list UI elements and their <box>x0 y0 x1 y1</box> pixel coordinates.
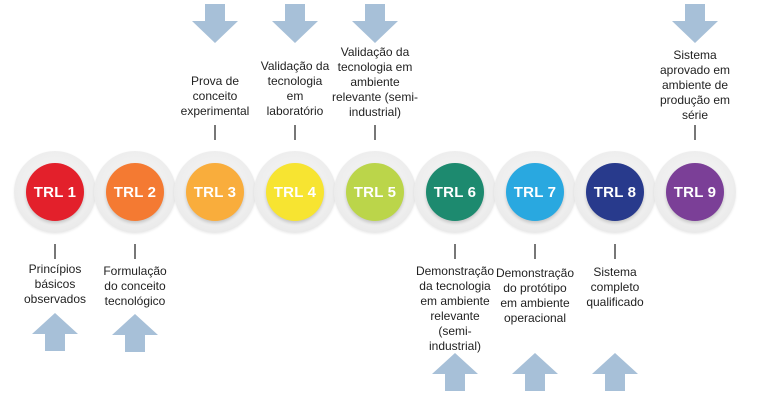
trl-3-disc: TRL 3 <box>174 151 256 233</box>
trl-2-arrow-up-icon <box>112 314 158 352</box>
trl-1-arrow-up-icon <box>32 313 78 351</box>
trl-9-label: TRL 9 <box>673 183 717 201</box>
trl-9-badge: TRL 9 <box>666 163 724 221</box>
trl-7-disc: TRL 7 <box>494 151 576 233</box>
trl-8-arrow-up-icon <box>592 353 638 391</box>
trl-5-disc: TRL 5 <box>334 151 416 233</box>
trl-2-disc: TRL 2 <box>94 151 176 233</box>
trl-7-connector <box>534 244 536 259</box>
trl-1-connector <box>54 244 56 259</box>
trl-4-label: TRL 4 <box>273 183 317 201</box>
trl-6-disc: TRL 6 <box>414 151 496 233</box>
trl-8-badge: TRL 8 <box>586 163 644 221</box>
trl-9-arrow-down-icon <box>672 4 718 43</box>
trl-4-connector <box>294 125 296 140</box>
trl-5-arrow-down-icon <box>352 4 398 43</box>
trl-7-badge: TRL 7 <box>506 163 564 221</box>
trl-2-badge: TRL 2 <box>106 163 164 221</box>
trl-5-connector <box>374 125 376 140</box>
trl-7-arrow-up-icon <box>512 353 558 391</box>
trl-6-arrow-up-icon <box>432 353 478 391</box>
trl-2-connector <box>134 244 136 259</box>
trl-8-label: TRL 8 <box>593 183 637 201</box>
trl-1-disc: TRL 1 <box>14 151 96 233</box>
trl-9-disc: TRL 9 <box>654 151 736 233</box>
trl-4-disc: TRL 4 <box>254 151 336 233</box>
trl-8-disc: TRL 8 <box>574 151 656 233</box>
trl-5-badge: TRL 5 <box>346 163 404 221</box>
trl-3-connector <box>214 125 216 140</box>
trl-4-badge: TRL 4 <box>266 163 324 221</box>
trl-5-label: TRL 5 <box>353 183 397 201</box>
trl-2-label: TRL 2 <box>113 183 157 201</box>
trl-6-connector <box>454 244 456 259</box>
trl-7-label: TRL 7 <box>513 183 557 201</box>
trl-6-badge: TRL 6 <box>426 163 484 221</box>
trl-1-badge: TRL 1 <box>26 163 84 221</box>
trl-4-arrow-down-icon <box>272 4 318 43</box>
trl-8-connector <box>614 244 616 259</box>
trl-3-label: TRL 3 <box>193 183 237 201</box>
trl-1-label: TRL 1 <box>33 183 77 201</box>
trl-3-arrow-down-icon <box>192 4 238 43</box>
trl-3-badge: TRL 3 <box>186 163 244 221</box>
trl-6-label: TRL 6 <box>433 183 477 201</box>
trl-9-connector <box>694 125 696 140</box>
